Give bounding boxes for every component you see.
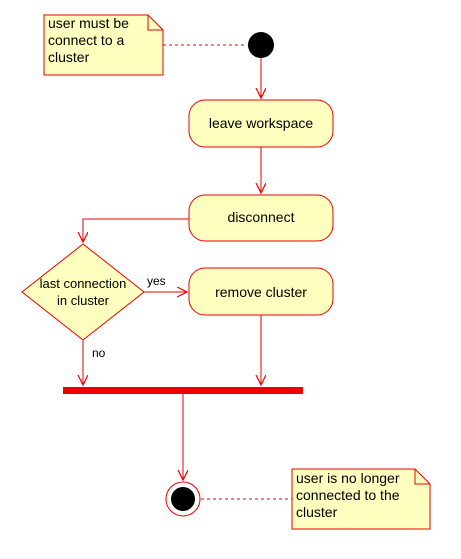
- activity-disconnect-label: disconnect: [228, 209, 295, 225]
- decision-label-line-2: in cluster: [57, 293, 110, 308]
- join-bar: [63, 387, 303, 394]
- edge-yes-label: yes: [147, 274, 166, 288]
- decision-label-line-1: last connection: [40, 276, 127, 291]
- edge-disconnect-to-decision: [83, 218, 189, 242]
- activity-remove-label: remove cluster: [215, 284, 307, 300]
- note-end-line-2: connected to the: [296, 487, 400, 503]
- activity-leave-label: leave workspace: [209, 115, 313, 131]
- note-start-line-1: user must be: [48, 15, 129, 31]
- activity-disconnect: disconnect: [188, 194, 334, 242]
- activity-leave-workspace: leave workspace: [188, 99, 334, 148]
- note-end-line-1: user is no longer: [296, 470, 400, 486]
- activity-remove-cluster: remove cluster: [188, 267, 334, 316]
- note-start: user must be connect to a cluster: [43, 14, 164, 76]
- decision-last-connection: last connection in cluster: [21, 243, 145, 341]
- note-start-line-2: connect to a: [48, 32, 124, 48]
- final-node: [165, 481, 201, 517]
- note-end: user is no longer connected to the clust…: [291, 468, 431, 530]
- note-end-line-3: cluster: [296, 504, 338, 520]
- initial-node: [248, 32, 274, 58]
- edge-no-label: no: [92, 346, 106, 360]
- note-start-line-3: cluster: [48, 49, 90, 65]
